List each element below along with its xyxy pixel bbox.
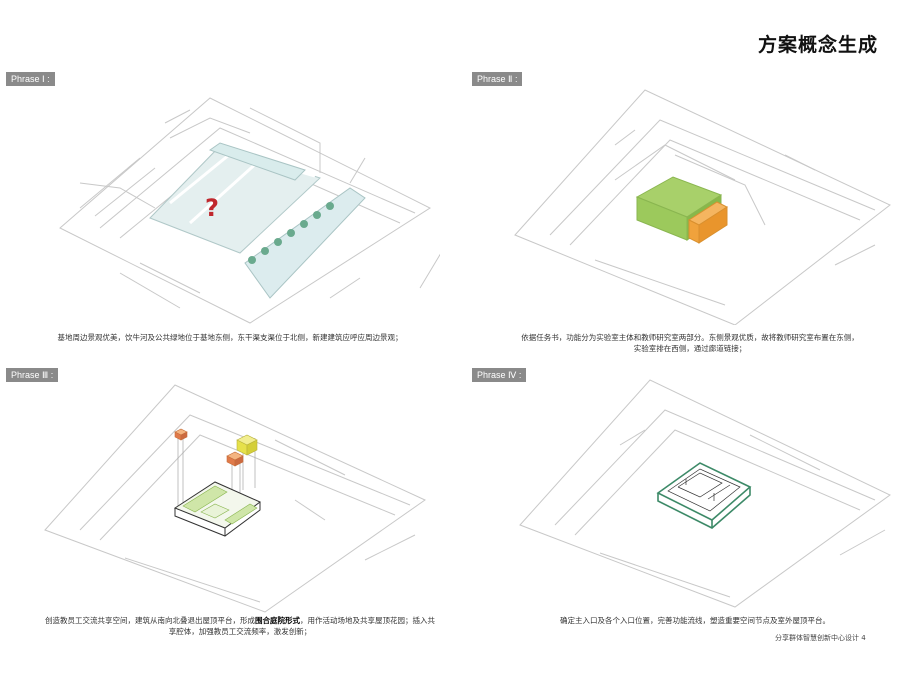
page-title: 方案概念生成	[757, 34, 878, 56]
phase-2-diagram	[514, 89, 891, 325]
tree-row	[248, 202, 334, 264]
phase-3-diagram	[44, 384, 427, 613]
phase-2-tag: Phrase Ⅱ :	[472, 72, 523, 86]
phase-3-tag: Phrase Ⅲ :	[6, 368, 59, 382]
question-mark-icon: ?	[205, 194, 219, 222]
phase-3-caption: 创造教员工交流共享空间，建筑从南向北叠退出屋顶平台，形成围合庭院形式，用作活动场…	[45, 615, 435, 637]
phase-4-tag: Phrase Ⅳ :	[472, 368, 527, 382]
phase-4-caption: 确定主入口及各个入口位置，完善功能流线，塑造重要空间节点及室外屋顶平台。	[560, 616, 830, 625]
phase-2-caption: 依据任务书，功能分为实验室主体和教师研究室两部分。东侧景观优质，故将教师研究室布…	[521, 333, 859, 353]
phase-3-caption-pre: 创造教员工交流共享空间，建筑从南向北叠退出屋顶平台，形成	[45, 616, 255, 625]
phase-3-caption-post: ，用作活动场地及共享屋顶花园；插入共享腔体，加强教员工交流频率，激发创新；	[168, 616, 435, 636]
phase-3-caption-bold: 围合庭院形式	[255, 616, 300, 625]
footer-text: 分享群体智慧创新中心设计 4	[775, 634, 866, 642]
phase-4-diagram	[519, 379, 891, 608]
phase-1-diagram: ?	[59, 97, 440, 324]
phase-1-tag: Phrase Ⅰ :	[6, 72, 55, 86]
phase-1-caption: 基地周边景观优美，饮牛河及公共绿地位于基地东侧，东干渠支渠位于北侧，新建建筑应呼…	[57, 333, 403, 342]
